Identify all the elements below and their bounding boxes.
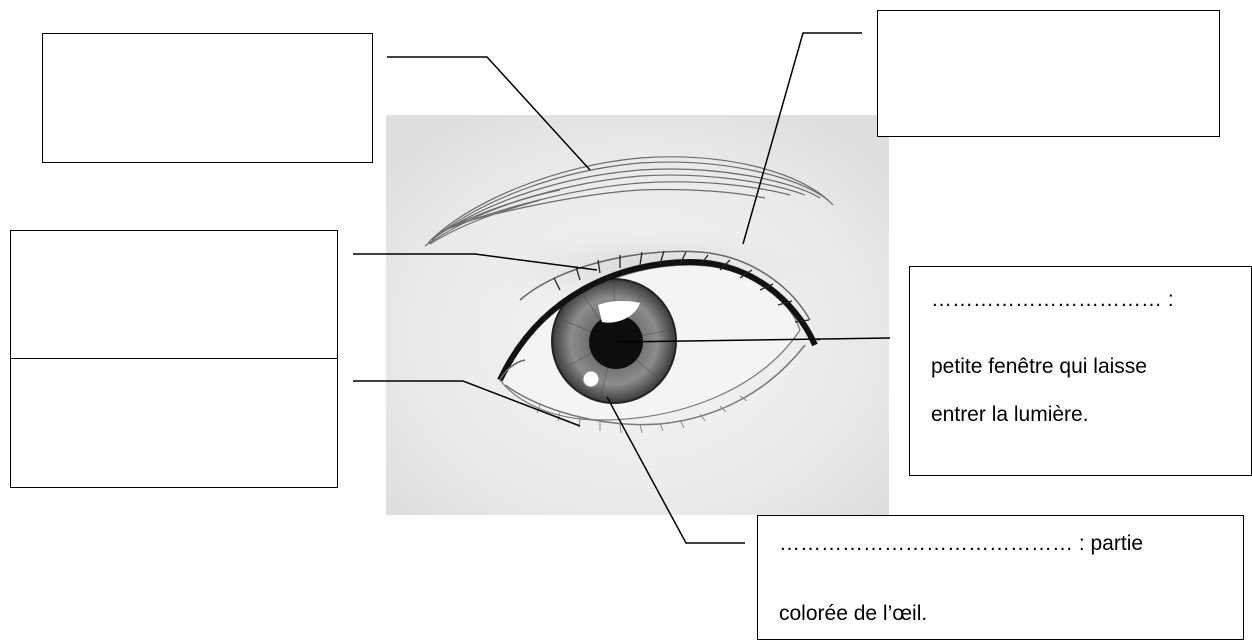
pupil-label-box[interactable]: …………………………… : petite fenêtre qui laisse … (909, 266, 1252, 476)
pupil-definition-line1: petite fenêtre qui laisse (931, 354, 1147, 380)
lower-eyelid-label-box[interactable] (10, 358, 338, 488)
iris-label-blank-line: …………………………………… : partie (779, 531, 1143, 557)
eyelash-label-box[interactable] (10, 230, 338, 360)
pupil-label-blank: …………………………… : (931, 287, 1174, 313)
eyelid-label-box[interactable] (877, 10, 1220, 137)
eyebrow-label-box[interactable] (42, 33, 373, 163)
iris-label-box[interactable]: …………………………………… : partie colorée de l’œil… (757, 515, 1244, 640)
pupil-definition-line2: entrer la lumière. (931, 402, 1089, 428)
iris-definition-line2: colorée de l’œil. (779, 601, 927, 627)
